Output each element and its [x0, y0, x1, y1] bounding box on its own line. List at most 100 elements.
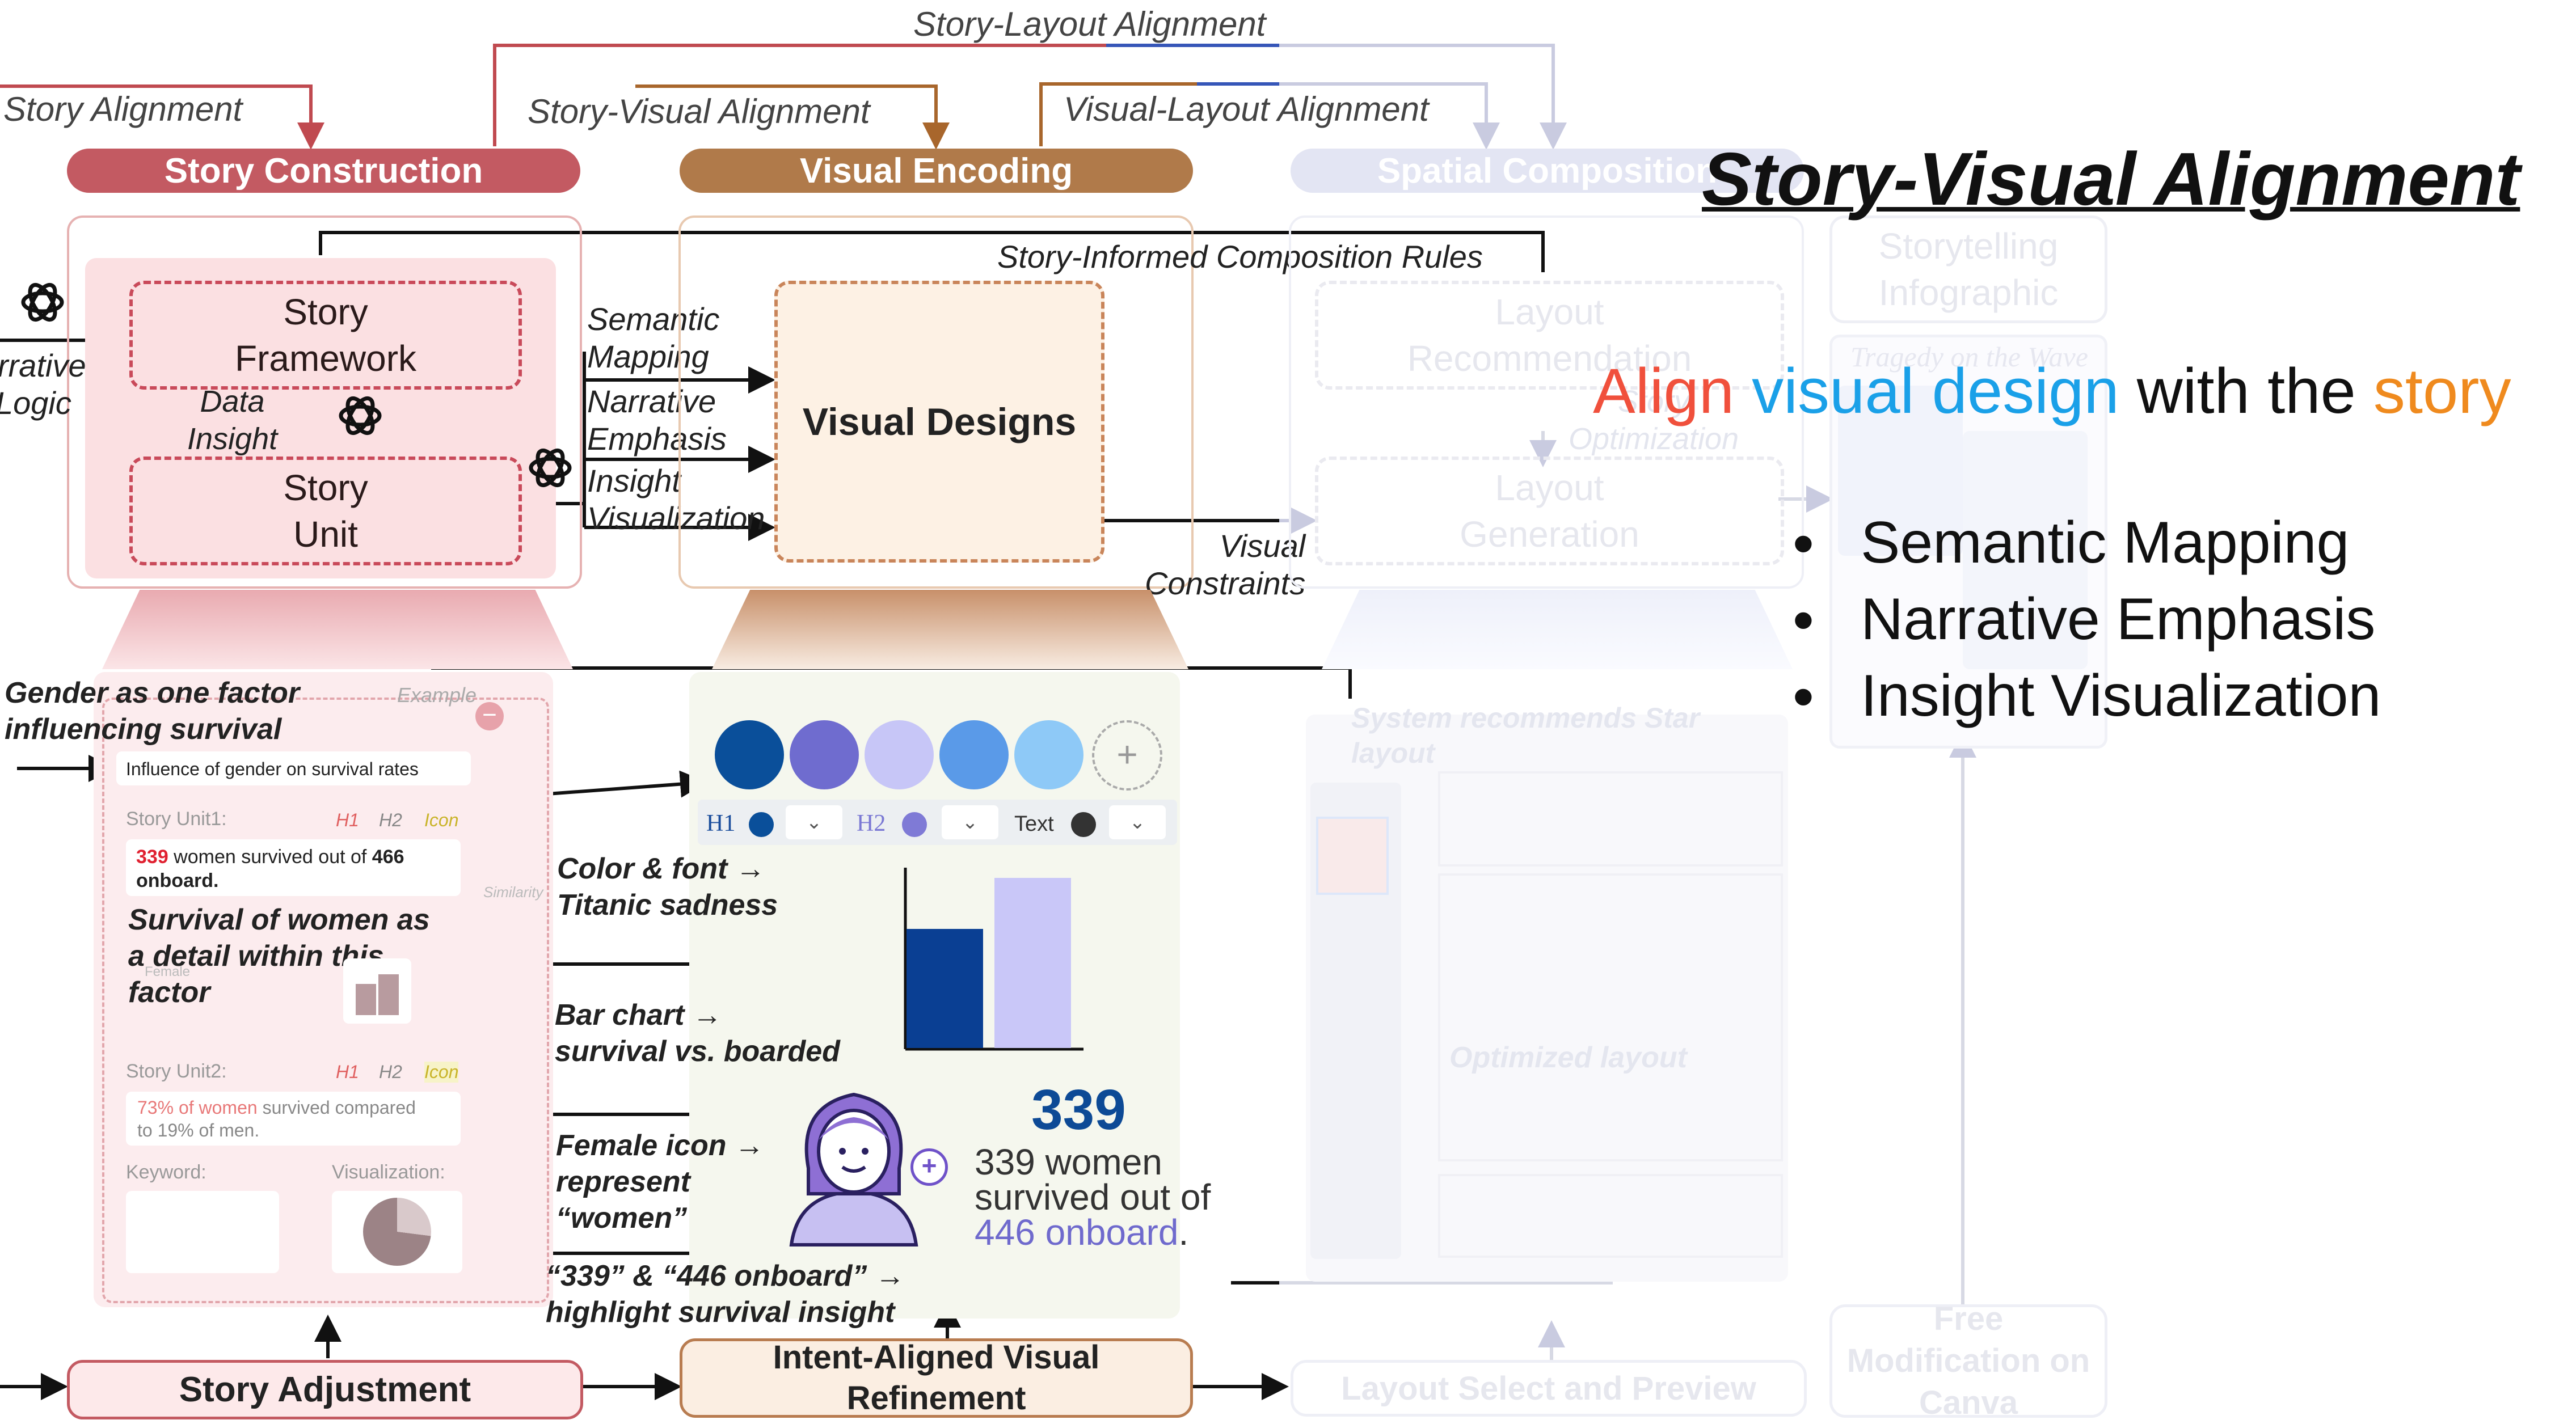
keyword-label: Keyword:	[126, 1161, 206, 1183]
story-unit1-text: 339 women survived out of 466	[136, 846, 404, 868]
story-unit1-label: Story Unit1:	[126, 808, 227, 830]
free-modification-button[interactable]: Free Modification on Canva	[1829, 1300, 2107, 1421]
add-color-icon[interactable]: +	[1092, 720, 1162, 791]
big-number: 339	[1031, 1078, 1126, 1142]
female-icon-annotation: Female icon → represent “women”	[556, 1129, 764, 1235]
legend-bar	[698, 800, 1177, 845]
color-swatch[interactable]	[790, 720, 859, 789]
story-layout-alignment-label: Story-Layout Alignment	[913, 5, 1266, 43]
story-unit2-field[interactable]	[126, 1092, 461, 1146]
data-insight-label: Data Insight	[187, 384, 278, 456]
keyword-field[interactable]	[126, 1191, 279, 1273]
bullet-item: •	[1793, 662, 1814, 730]
story-unit2-text: 73% of women survived compared	[137, 1097, 416, 1118]
chevron-down-icon[interactable]: ⌄	[786, 805, 842, 839]
layout-cell	[1438, 1174, 1783, 1258]
layout-thumb-selected[interactable]	[1316, 817, 1389, 895]
legend-h1: H1	[706, 810, 736, 836]
story-visual-alignment-label: Story-Visual Alignment	[528, 92, 870, 130]
color-swatch[interactable]	[865, 720, 934, 789]
legend-h2: H2	[857, 810, 886, 836]
color-swatch[interactable]	[939, 720, 1009, 789]
mini-bar	[356, 984, 376, 1015]
caption-line-2: survived out of	[975, 1177, 1211, 1218]
narrative-logic-label-1: rrative	[0, 348, 86, 383]
unit2-line2: to 19% of men.	[137, 1120, 260, 1140]
spatial-composition-header: Spatial Composition	[1291, 149, 1804, 193]
layout-cell	[1438, 873, 1783, 1161]
color-font-annotation: Color & font → Titanic sadness	[557, 852, 778, 922]
story-unit1-field[interactable]	[126, 839, 461, 896]
tag-h1[interactable]: H1	[336, 810, 359, 830]
tag-icon[interactable]: Icon	[424, 810, 459, 830]
semantic-mapping-label: Semantic Mapping	[587, 301, 720, 374]
add-icon[interactable]: +	[910, 1148, 948, 1186]
legend-h1-dot[interactable]	[749, 812, 774, 837]
storytelling-infographic-box: Storytelling Infographic	[1829, 215, 2107, 323]
remove-icon[interactable]: −	[475, 702, 504, 730]
visualization-field[interactable]	[332, 1191, 462, 1273]
tag-icon[interactable]: Icon	[424, 1062, 459, 1083]
mini-pie	[363, 1198, 431, 1266]
story-unit-box: Story Unit	[129, 457, 522, 565]
example-label: Example	[397, 683, 477, 707]
unit1-num1: 339	[136, 846, 168, 868]
section-subtitle: Align visual design with the story	[1593, 354, 2511, 428]
legend-h2-dot[interactable]	[902, 812, 927, 837]
bar-1	[907, 929, 983, 1048]
story-framework-box: Story Framework	[129, 281, 522, 390]
subtitle-align: Align	[1593, 356, 1735, 426]
color-swatch[interactable]	[715, 720, 784, 789]
unit1-mid: women survived out of	[168, 846, 372, 868]
narrative-logic-label-2: Logic	[0, 385, 71, 421]
visual-encoding-panel	[678, 215, 1194, 589]
layout-select-button[interactable]: Layout Select and Preview	[1291, 1360, 1807, 1417]
story-heading: Gender as one factor influencing surviva…	[5, 677, 300, 746]
section-title: Story-Visual Alignment	[1702, 137, 2520, 221]
spatial-composition-panel	[1289, 215, 1804, 589]
caption-dot: .	[1178, 1212, 1189, 1253]
bar-chart-annotation: Bar chart → survival vs. boarded	[555, 999, 840, 1068]
bullet-item: •	[1793, 585, 1814, 654]
subtitle-story: story	[2373, 356, 2511, 426]
caption-line-1: 339 women	[975, 1142, 1162, 1182]
tag-h2[interactable]: H2	[379, 1062, 402, 1082]
narrative-emphasis-label: Narrative Emphasis	[587, 383, 727, 457]
layout-panel-connector	[1322, 590, 1793, 669]
caption-highlight: 446 onboard	[975, 1212, 1179, 1253]
story-construction-fill	[85, 258, 556, 578]
chevron-down-icon[interactable]: ⌄	[1109, 805, 1166, 839]
visual-layout-alignment-label: Visual-Layout Alignment	[1064, 90, 1429, 128]
bullet-item: •	[1793, 509, 1814, 577]
infographic-block	[1838, 386, 1963, 556]
insight-visualization-label: Insight Visualization	[587, 463, 765, 536]
color-swatch[interactable]	[1014, 720, 1083, 789]
bar-2	[994, 878, 1071, 1048]
story-optimization-label: Story Optimization	[1569, 384, 1739, 456]
mini-chart	[343, 958, 411, 1024]
caption-line-3: 446 onboard.	[975, 1212, 1189, 1253]
tag-h2[interactable]: H2	[379, 810, 402, 830]
layout-cell	[1438, 771, 1783, 867]
refinement-button[interactable]: Intent-Aligned Visual Refinement	[680, 1338, 1193, 1418]
influence-field[interactable]	[116, 751, 471, 785]
legend-text-dot[interactable]	[1071, 812, 1096, 837]
llm-icon	[529, 448, 572, 488]
highlight-annotation: “339” & “446 onboard” → highlight surviv…	[546, 1260, 905, 1329]
chevron-down-icon[interactable]: ⌄	[942, 805, 998, 839]
bullet-narrative-emphasis: Narrative Emphasis	[1861, 586, 2376, 652]
visualization-label: Visualization:	[332, 1161, 445, 1183]
tag-h1[interactable]: H1	[336, 1062, 359, 1082]
story-unit2-label: Story Unit2:	[126, 1060, 227, 1082]
system-recommends-label: System recommends Star layout	[1351, 702, 1700, 769]
legend-text: Text	[1014, 812, 1054, 836]
layout-generation-box: Layout Generation	[1315, 457, 1784, 565]
subtitle-with-the: with the	[2119, 356, 2373, 426]
story-alignment-label: Story Alignment	[3, 90, 243, 128]
unit2-pct: 73% of women	[137, 1097, 258, 1118]
llm-icon	[339, 396, 382, 436]
subtitle-visual-design: visual design	[1734, 356, 2119, 426]
bullet-semantic-mapping: Semantic Mapping	[1861, 510, 2350, 576]
story-adjustment-button[interactable]: Story Adjustment	[67, 1360, 583, 1419]
infographic-block	[1963, 431, 2088, 669]
